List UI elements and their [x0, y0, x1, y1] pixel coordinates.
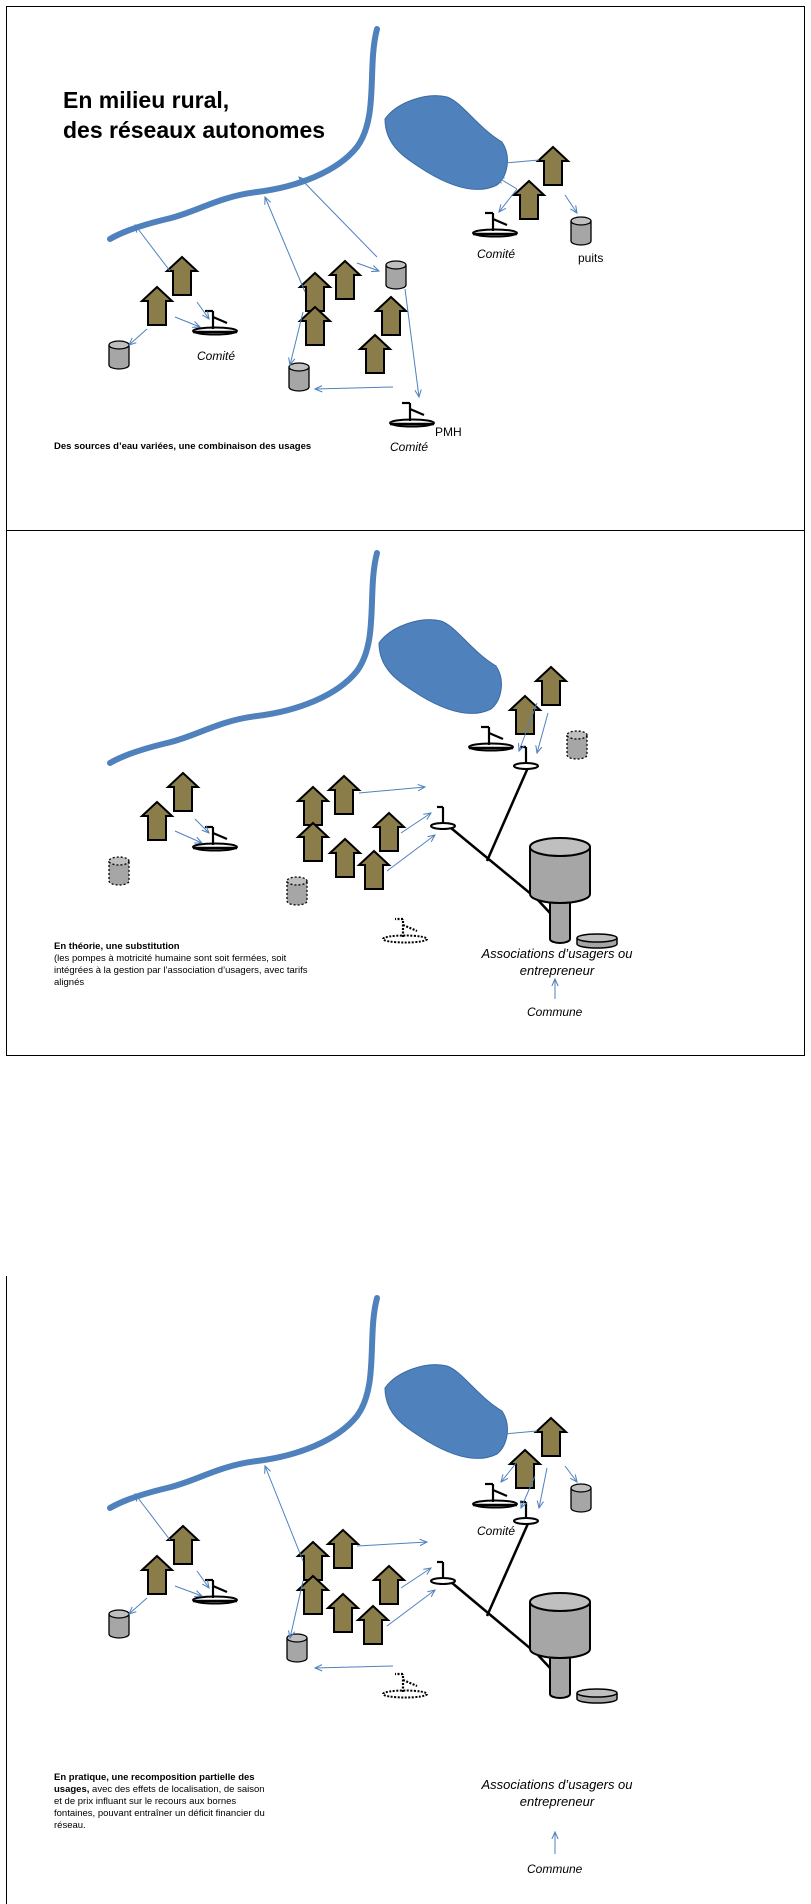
pump-icon: [471, 211, 519, 238]
label-puits: puits: [578, 251, 604, 265]
water-tower-icon: [529, 1592, 591, 1699]
river: [107, 1295, 380, 1511]
house-icon: [297, 822, 329, 862]
house-icon: [141, 1555, 173, 1595]
river: [107, 550, 380, 766]
house-icon: [329, 838, 361, 878]
house-icon: [373, 1565, 405, 1605]
house-icon: [327, 1593, 359, 1633]
panel3-diagram: [107, 1295, 618, 1854]
pump-icon: [471, 1482, 519, 1509]
house-icon: [513, 180, 545, 220]
standpipe-icon: [429, 1560, 457, 1586]
lake: [384, 1364, 508, 1459]
well-icon: [288, 362, 310, 392]
well-icon: [385, 260, 407, 290]
house-icon: [166, 256, 198, 296]
lake: [378, 619, 502, 714]
pump-icon: [191, 1578, 239, 1605]
water-tower-icon: [529, 837, 591, 944]
pump-closed-icon: [381, 1672, 429, 1699]
standpipe-icon: [512, 1500, 540, 1526]
house-icon: [509, 1449, 541, 1489]
assoc-line-1: Associations d’usagers ou: [481, 946, 633, 961]
house-icon: [327, 1529, 359, 1569]
house-icon: [509, 695, 541, 735]
house-icon: [167, 772, 199, 812]
house-icon: [373, 812, 405, 852]
panel3-caption: En pratique, une recomposition partielle…: [54, 1772, 274, 1832]
panel2-diagram: [107, 550, 618, 999]
panel1-caption: Des sources d’eau variées, une combinais…: [54, 441, 312, 452]
tank-icon: [576, 1688, 618, 1704]
label-pmh: PMH: [435, 425, 462, 439]
house-icon: [535, 1417, 567, 1457]
house-icon: [358, 850, 390, 890]
well-icon: [566, 730, 588, 760]
caption-bold: En théorie, une substitution: [54, 941, 180, 952]
assoc-label: Associations d’usagers ou entrepreneur: [457, 945, 657, 979]
pump-closed-icon: [381, 917, 429, 944]
caption-rest: (les pompes à motricité humaine sont soi…: [54, 953, 308, 988]
standpipe-icon: [429, 805, 457, 831]
assoc-line-1: Associations d’usagers ou: [481, 1777, 633, 1792]
house-icon: [375, 296, 407, 336]
arrows: [129, 1430, 577, 1854]
house-icon: [537, 146, 569, 186]
well-icon: [108, 340, 130, 370]
title-line-1: En milieu rural,: [63, 87, 230, 113]
house-icon: [167, 1525, 199, 1565]
arrows: [174, 702, 555, 999]
caption-bold: En pratique, une recomposition partielle…: [54, 1772, 255, 1795]
well-icon: [570, 1483, 592, 1513]
standpipe-icon: [512, 745, 540, 771]
well-icon: [570, 216, 592, 246]
house-icon: [297, 786, 329, 826]
well-icon: [286, 876, 308, 906]
house-icon: [357, 1605, 389, 1645]
panel1-diagram: [107, 26, 592, 428]
house-icon: [299, 306, 331, 346]
house-icon: [359, 334, 391, 374]
label-commune: Commune: [527, 1005, 583, 1019]
lake: [384, 95, 508, 190]
title-line-2: des réseaux autonomes: [63, 117, 326, 143]
river: [107, 26, 380, 242]
house-icon: [328, 775, 360, 815]
house-icon: [141, 801, 173, 841]
assoc-line-2: entrepreneur: [519, 1794, 595, 1809]
label-comite: Comité: [477, 247, 516, 261]
house-icon: [141, 286, 173, 326]
pump-icon: [191, 825, 239, 852]
assoc-line-2: entrepreneur: [519, 963, 595, 978]
panel1-title: En milieu rural, des réseaux autonomes: [63, 85, 325, 145]
pump-icon: [467, 725, 515, 752]
arrows: [129, 159, 577, 397]
well-icon: [108, 856, 130, 886]
panel-rural-networks: En milieu rural, des réseaux autonomes C…: [6, 6, 805, 532]
label-comite: Comité: [390, 440, 429, 454]
caption-rest: avec des effets de localisation, de sais…: [54, 1784, 265, 1831]
pump-icon: [191, 309, 239, 336]
well-icon: [286, 1633, 308, 1663]
house-icon: [329, 260, 361, 300]
label-commune: Commune: [527, 1862, 583, 1876]
label-comite: Comité: [197, 349, 236, 363]
house-icon: [535, 666, 567, 706]
panel2-caption: En théorie, une substitution(les pompes …: [54, 941, 324, 989]
panel-practice-recomposition: Comité En pratique, une recomposition pa…: [6, 1276, 805, 1904]
assoc-label: Associations d’usagers ou entrepreneur: [457, 1776, 657, 1810]
panel-theory-substitution: En théorie, une substitution(les pompes …: [6, 530, 805, 1056]
well-icon: [108, 1609, 130, 1639]
pump-icon: [388, 401, 436, 428]
label-comite: Comité: [477, 1524, 516, 1538]
